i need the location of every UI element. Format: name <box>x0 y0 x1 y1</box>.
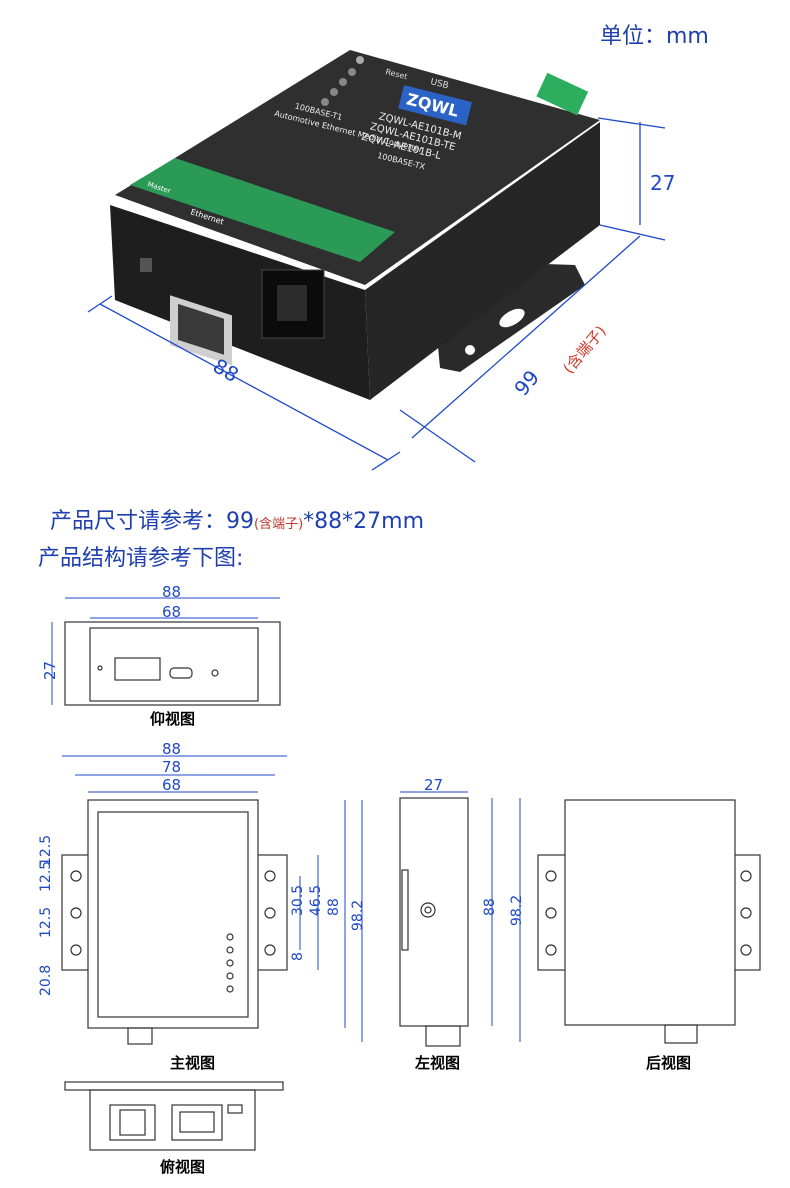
usb-label: USB <box>429 77 449 91</box>
fv-dim-68: 68 <box>162 776 181 794</box>
dim-height: 27 <box>650 171 675 195</box>
left-view-outline <box>399 797 469 1027</box>
bottom-view-outline <box>64 621 281 706</box>
back-view-caption: 后视图 <box>646 1054 691 1072</box>
case-side <box>365 122 600 400</box>
dim-width-line <box>99 303 389 461</box>
brand-logo <box>398 85 472 126</box>
lv-dim-88: 88 <box>482 898 498 916</box>
fv-dim-98-2: 98.2 <box>350 900 366 931</box>
green-strip <box>130 158 395 262</box>
product-illustration: ZQWL ZQWL-AE101B-M ZQWL-AE101B-TE ZQWL-A… <box>87 50 675 471</box>
fv-dim-20-8: 20.8 <box>38 965 54 996</box>
structure-line: 产品结构请参考下图: <box>38 546 244 571</box>
unit-label: 单位：mm <box>600 24 709 49</box>
front-view-caption: 主视图 <box>170 1054 215 1072</box>
bv-dim-88: 88 <box>162 583 181 601</box>
dip-switch <box>140 258 152 272</box>
top-view-outline <box>89 1089 256 1151</box>
case-top <box>115 50 600 285</box>
fv-dim-88-v: 88 <box>326 898 342 916</box>
size-note: (含端子) <box>254 517 304 532</box>
lv-dim-27: 27 <box>424 776 443 794</box>
fv-dim-12-5-a: 12.5 <box>38 861 54 892</box>
dim-depth-note: (含端子) <box>559 322 609 377</box>
fv-dim-12-5-b: 12.5 <box>38 835 54 866</box>
fv-dim-8: 8 <box>290 952 306 961</box>
fv-dim-88: 88 <box>162 740 181 758</box>
dim-depth: 99 <box>509 365 544 400</box>
front-view-outline <box>87 799 259 1029</box>
size-line: 产品尺寸请参考：99(含端子)*88*27mm <box>50 503 424 535</box>
size-prefix: 产品尺寸请参考：99 <box>50 509 254 534</box>
fv-dim-30-5: 30.5 <box>290 885 306 916</box>
terminal-block <box>536 72 589 116</box>
fv-dim-12-5-c: 12.5 <box>38 907 54 938</box>
dim-depth-line <box>411 235 641 439</box>
bottom-view-caption: 仰视图 <box>150 710 195 728</box>
lv-dim-98-2: 98.2 <box>509 895 525 926</box>
size-suffix: *88*27mm <box>303 509 425 534</box>
technical-drawings: 88 68 27 仰视图 88 78 68 12.5 12.5 12.5 20.… <box>38 583 761 1176</box>
left-view-caption: 左视图 <box>414 1054 460 1072</box>
fv-dim-78: 78 <box>162 758 181 776</box>
case-front <box>110 205 370 400</box>
back-view-outline <box>564 799 736 1026</box>
fv-dim-46-5: 46.5 <box>308 885 324 916</box>
bv-dim-68: 68 <box>162 603 181 621</box>
bv-dim-27: 27 <box>41 661 59 680</box>
top-view-caption: 俯视图 <box>160 1158 205 1176</box>
